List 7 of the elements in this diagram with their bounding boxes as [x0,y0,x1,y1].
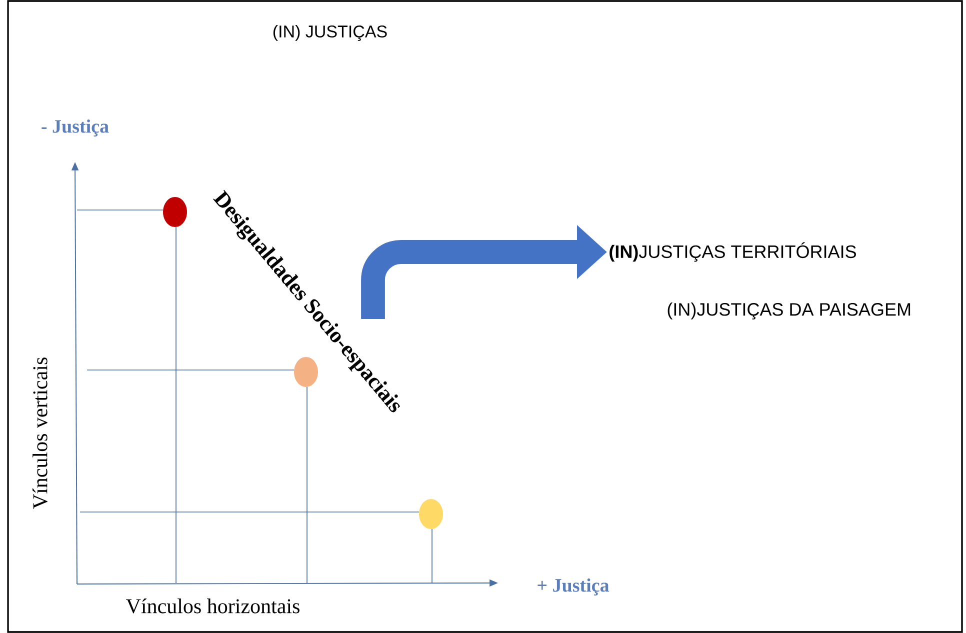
axis-label: Vínculos verticais [32,358,48,509]
title: (IN) JUSTIÇAS [273,25,387,41]
axis-label: Vínculos horizontais [126,598,300,614]
label-text: (IN)JUSTIÇAS DA PAISAGEM [668,302,910,320]
axis-label: - Justiça [42,119,109,137]
axis-label: + Justiça [538,578,610,596]
label-text: (IN)JUSTIÇAS TERRITÓRIAIS [610,242,856,262]
